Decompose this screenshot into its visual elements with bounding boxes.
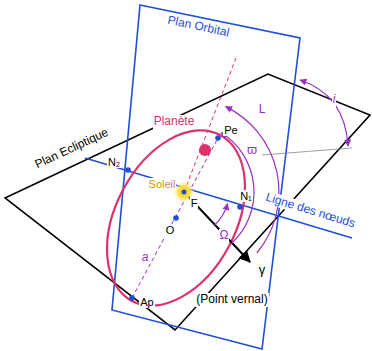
- angle-symbol: a: [141, 251, 150, 264]
- ecliptic-plane: [5, 74, 370, 330]
- plane-name: Plan Ecliptique: [32, 126, 111, 172]
- point-name: Ap: [139, 296, 154, 308]
- direction-name: (Point vernal): [195, 293, 268, 306]
- major-axis: [132, 138, 218, 298]
- line-of-nodes: [85, 158, 352, 238]
- node-point: [237, 204, 243, 210]
- focus-dot: [182, 190, 187, 195]
- plane-name: Plan Orbital: [165, 14, 231, 40]
- point-name: Pe: [223, 124, 238, 136]
- vernal-arrow: [184, 192, 250, 262]
- aphelion-point: [129, 295, 135, 301]
- axis-name: Ligne des nœuds: [263, 191, 357, 231]
- omega-arc: [215, 204, 228, 225]
- direction-symbol: γ: [258, 263, 267, 277]
- body-name: Soleil: [148, 178, 177, 190]
- angle-symbol: Ω: [219, 229, 230, 242]
- center-point: [173, 215, 179, 221]
- body-name: Planète: [153, 115, 196, 128]
- angle-symbol: i: [332, 93, 337, 106]
- reference-line: [262, 148, 352, 155]
- planet: [199, 144, 211, 156]
- angle-symbol: ϖ: [246, 143, 258, 157]
- orbital-plane: [112, 5, 300, 349]
- point-name: F: [190, 197, 199, 209]
- node-name: N₂: [107, 156, 121, 168]
- node-name: N₁: [239, 190, 253, 202]
- inclination-arc: [300, 80, 348, 146]
- orbit-ellipse: [79, 107, 273, 329]
- perihelion-point: [215, 135, 221, 141]
- angle-symbol: L: [258, 103, 267, 116]
- point-name: O: [165, 224, 176, 236]
- node-point: [125, 167, 131, 173]
